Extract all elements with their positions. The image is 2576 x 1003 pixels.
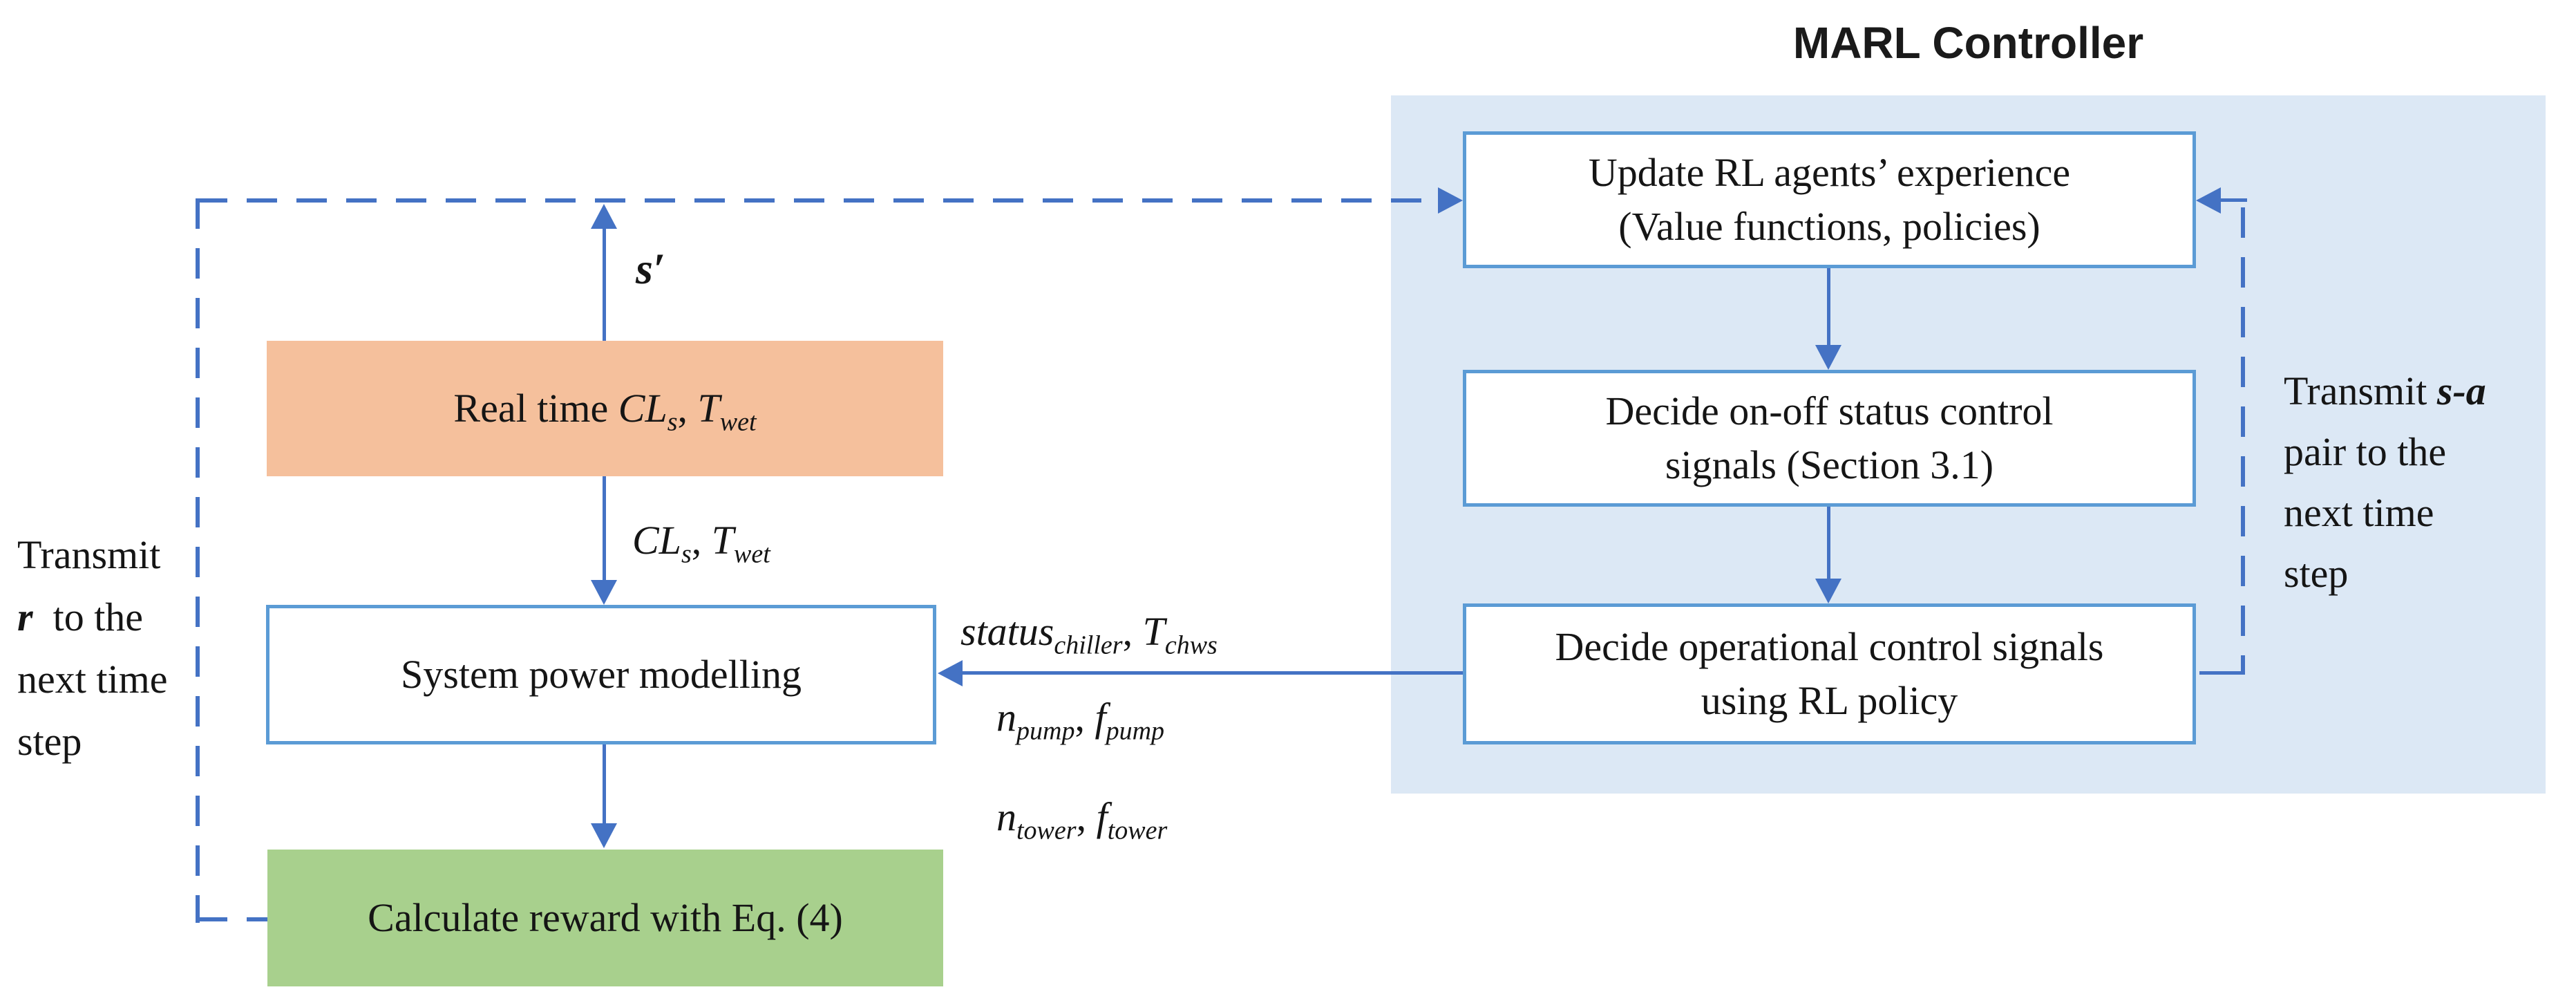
onoff-status-label: Decide on-off status control signals (Se… [1605,384,2053,492]
sa-feedback-bottom-connector-line [2199,671,2245,675]
transmit-r-note-line3: next time [17,657,168,702]
update-experience-label: Update RL agents’ experience (Value func… [1589,146,2070,254]
tower-signals-label: ntower, ftower [996,794,1168,845]
arrowhead-up-s-prime-icon [591,204,617,229]
transmit-sa-note-line4: step [2284,551,2349,596]
arrowhead-down-into-system-icon [591,580,617,605]
operational-signals-label: Decide operational control signals using… [1555,620,2103,728]
system-power-modelling-box: System power modelling [266,605,936,744]
s-prime-arrow-line [603,225,606,341]
transmit-r-note-line2: r to the [17,594,144,639]
sa-feedback-dashed-line-right [2241,207,2245,674]
onoff-status-line2: signals (Section 3.1) [1665,442,1994,487]
cls-twet-label: CLs, Twet [632,518,770,569]
transmit-sa-note-line2: pair to the [2284,429,2447,474]
status-chiller-label: statuschiller, Tchws [960,609,1218,660]
pump-signals-label: npump, fpump [996,695,1165,746]
calculate-reward-label: Calculate reward with Eq. (4) [368,895,843,940]
sa-feedback-top-connector-line [2219,198,2247,202]
onoff-status-box: Decide on-off status control signals (Se… [1463,370,2196,507]
feedback-dashed-line-left [196,198,200,923]
operational-signals-line1: Decide operational control signals [1555,624,2104,669]
realtime-input-label: Real time CLs, Twet [453,386,757,437]
arrow-onoff-to-operational-line [1827,507,1830,579]
update-experience-line1: Update RL agents’ experience [1588,150,2071,195]
feedback-dashed-elbow-bottom [197,917,267,921]
operational-signals-box: Decide operational control signals using… [1463,603,2196,744]
update-experience-line2: (Value functions, policies) [1618,204,2040,249]
feedback-dashed-line-top [197,198,1441,203]
transmit-r-note: Transmit r to the next time step [17,524,211,773]
transmit-sa-note-line3: next time [2284,490,2434,535]
transmit-r-note-line1: Transmit [17,532,161,577]
marl-controller-title: MARL Controller [1792,18,2144,68]
arrowhead-down-into-reward-icon [591,823,617,848]
realtime-input-box: Real time CLs, Twet [267,341,943,476]
arrow-update-to-onoff-line [1827,268,1830,346]
arrowhead-right-into-update-box-icon [1438,187,1463,214]
arrow-system-to-reward-line [603,744,606,825]
arrowhead-down-into-onoff-icon [1815,345,1841,370]
arrowhead-left-into-update-box-icon [2196,187,2221,214]
calculate-reward-box: Calculate reward with Eq. (4) [267,850,943,986]
arrowhead-left-into-system-icon [938,660,963,686]
onoff-status-line1: Decide on-off status control [1605,388,2054,433]
operational-signals-line2: using RL policy [1701,678,1958,723]
s-prime-label: s′ [636,244,665,293]
transmit-r-note-line4: step [17,719,82,764]
arrow-realtime-to-system-line [603,476,606,581]
arrowhead-down-into-operational-icon [1815,579,1841,603]
transmit-sa-note-line1: Transmit s-a [2284,368,2486,413]
system-power-modelling-label: System power modelling [401,652,802,697]
arrow-operational-to-system-line [960,671,1465,675]
transmit-sa-note: Transmit s-a pair to the next time step [2284,361,2574,604]
update-experience-box: Update RL agents’ experience (Value func… [1463,131,2196,268]
